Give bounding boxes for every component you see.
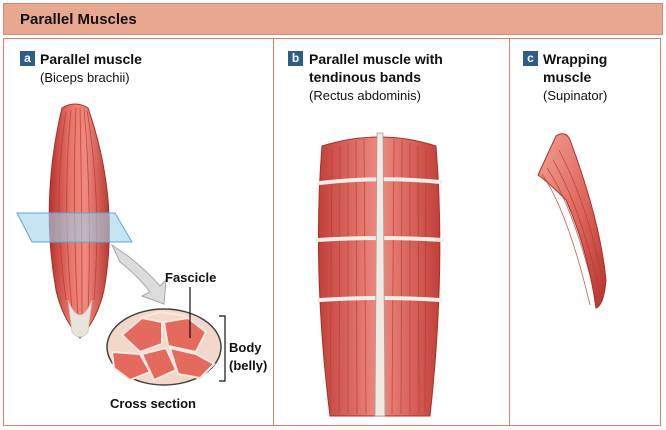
body-bracket: [219, 315, 226, 382]
panel-c-title-line2: muscle: [543, 69, 592, 85]
cross-section-arrow: [110, 243, 167, 305]
belly-label: (belly): [229, 358, 268, 373]
panel-b-subtitle: (Rectus abdominis): [309, 88, 421, 103]
panel-c-title-line1: Wrapping: [543, 51, 608, 67]
header-bar: Parallel Muscles: [3, 3, 663, 35]
panel-b-badge: b: [288, 51, 303, 66]
body-label: Body: [229, 340, 262, 355]
rectus-abdominis-drawing: [316, 132, 444, 417]
fascicle-label: Fascicle: [165, 270, 217, 285]
panel-b-title-line1: Parallel muscle with: [309, 51, 443, 67]
panel-c-badge: c: [523, 51, 538, 66]
cross-section-drawing: [106, 308, 222, 386]
panel-a-badge: a: [20, 51, 35, 66]
panel-c-subtitle: (Supinator): [543, 88, 608, 103]
section-plane: [16, 212, 133, 243]
panel-a-title: Parallel muscle: [40, 51, 142, 67]
cross-section-label: Cross section: [110, 396, 196, 411]
panel-a-subtitle: (Biceps brachii): [40, 70, 130, 85]
page-title: Parallel Muscles: [20, 11, 137, 28]
supinator-drawing: [537, 133, 607, 309]
panel-b-title-line2: tendinous bands: [309, 69, 421, 85]
